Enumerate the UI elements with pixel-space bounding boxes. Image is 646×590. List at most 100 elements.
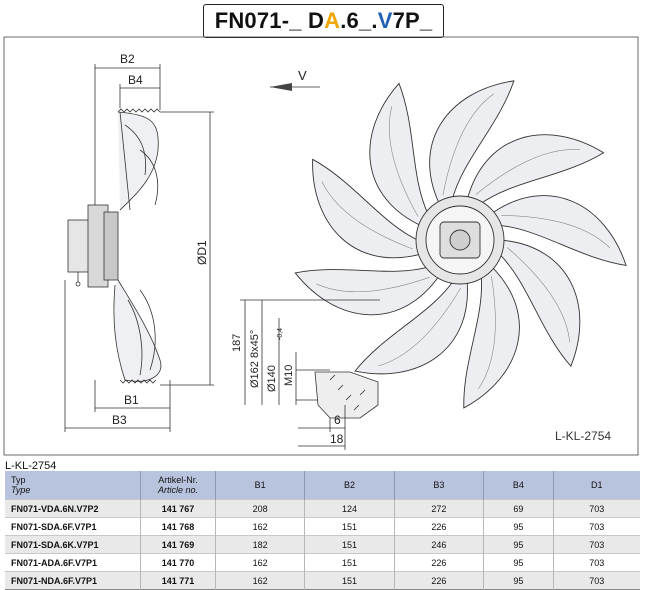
fan-blade-rib	[321, 181, 413, 250]
cell-b4: 95	[483, 571, 554, 590]
dim-b3-label: B3	[112, 413, 127, 427]
cell-b2: 151	[304, 553, 395, 572]
table-row: FN071-VDA.6N.V7P2 141 767 208 124 272 69…	[5, 499, 640, 518]
table-row: FN071-SDA.6K.V7P1 141 769 182 151 246 95…	[5, 535, 640, 554]
table-row: FN071-ADA.6F.V7P1 141 770 162 151 226 95…	[5, 553, 640, 572]
fan-blade-rib	[475, 149, 580, 195]
dim-d1-label: ØD1	[195, 240, 209, 265]
cell-b2: 151	[304, 571, 395, 590]
cell-b1: 162	[214, 553, 305, 572]
flange-detail	[240, 299, 380, 450]
cell-b4: 95	[483, 517, 554, 536]
header-b4: B4	[483, 471, 554, 500]
dim-140-label: Ø140	[266, 365, 278, 392]
cell-b4: 95	[483, 535, 554, 554]
cell-b3: 272	[393, 499, 484, 518]
cell-b2: 151	[304, 517, 395, 536]
table-reference-label: L-KL-2754	[5, 460, 57, 472]
cell-b1: 162	[214, 517, 305, 536]
cell-b2: 124	[304, 499, 395, 518]
dim-m10-label: M10	[283, 365, 295, 386]
fan-side-view	[64, 64, 214, 432]
title-part-1: FN071-_	[214, 8, 308, 33]
header-b3: B3	[393, 471, 484, 500]
cell-typ: FN071-SDA.6F.V7P1	[5, 517, 141, 536]
cell-b1: 208	[214, 499, 305, 518]
header-d1: D1	[552, 471, 640, 500]
fan-blade-rib	[442, 93, 494, 196]
cell-article: 141 770	[140, 553, 216, 572]
fan-blade-rib	[316, 276, 430, 293]
title-part-6: V	[377, 8, 393, 33]
table-row: FN071-SDA.6F.V7P1 141 768 162 151 226 95…	[5, 517, 640, 536]
cell-b1: 182	[214, 535, 305, 554]
fan-blade	[312, 158, 423, 259]
cell-typ: FN071-SDA.6K.V7P1	[5, 535, 141, 554]
cell-article: 141 768	[140, 517, 216, 536]
cell-b4: 95	[483, 553, 554, 572]
fan-blade	[294, 266, 441, 316]
dim-162-label: Ø162 8x45°	[249, 330, 261, 388]
table-row: FN071-NDA.6F.V7P1 141 771 162 151 226 95…	[5, 571, 640, 590]
fan-blade-rib	[501, 215, 611, 248]
title-part-4: .6_	[340, 8, 372, 33]
fan-blade-rib	[378, 287, 461, 367]
dim-b1-label: B1	[124, 393, 139, 407]
technical-drawing: B2 B4 B1 B3 ØD1 V L-KL-2754 187 Ø162 8x4…	[3, 36, 639, 456]
header-article: Artikel-Nr.Article no.	[140, 471, 216, 500]
cell-b3: 226	[393, 517, 484, 536]
fan-blade	[429, 80, 515, 206]
fan-blade	[466, 134, 605, 206]
header-article-de: Artikel-Nr.	[158, 475, 198, 485]
header-b1: B1	[214, 471, 305, 500]
fan-front-view	[294, 80, 627, 409]
cell-b3: 226	[393, 553, 484, 572]
fan-blade-rib	[389, 106, 419, 217]
fan-blade	[463, 265, 520, 409]
cell-b1: 162	[214, 571, 305, 590]
drawing-code-label: L-KL-2754	[555, 429, 611, 443]
dim-140-tolerance: -0,4	[277, 328, 284, 340]
header-typ-de: Typ	[11, 475, 26, 485]
dim-18-label: 18	[330, 432, 344, 446]
header-typ-en: Type	[11, 485, 31, 495]
cell-typ: FN071-VDA.6N.V7P2	[5, 499, 141, 518]
cell-b2: 151	[304, 535, 395, 554]
cell-b4: 69	[483, 499, 554, 518]
fan-blade-rib	[478, 276, 496, 390]
cell-article: 141 767	[140, 499, 216, 518]
cell-article: 141 771	[140, 571, 216, 590]
dim-6-label: 6	[334, 413, 341, 427]
header-article-en: Article no.	[157, 485, 199, 495]
dim-b2-label: B2	[120, 52, 135, 66]
cell-d1: 703	[552, 499, 640, 518]
cell-d1: 703	[552, 571, 640, 590]
title-part-3: A	[324, 8, 341, 33]
fan-blade	[490, 195, 627, 266]
title-part-7: 7P_	[392, 8, 433, 33]
fan-blade	[354, 278, 468, 375]
header-b2: B2	[304, 471, 395, 500]
fan-blade	[497, 239, 581, 368]
cell-typ: FN071-ADA.6F.V7P1	[5, 553, 141, 572]
cell-b3: 246	[393, 535, 484, 554]
fan-blade-rib	[507, 247, 571, 343]
view-arrow	[270, 83, 320, 91]
drawing-frame	[3, 36, 639, 456]
view-label: V	[298, 68, 307, 83]
cell-d1: 703	[552, 535, 640, 554]
dim-b4-label: B4	[128, 73, 143, 87]
cell-d1: 703	[552, 517, 640, 536]
cell-b3: 226	[393, 571, 484, 590]
cell-article: 141 769	[140, 535, 216, 554]
title-part-2: D	[308, 8, 325, 33]
cell-d1: 703	[552, 553, 640, 572]
title-part-5: .	[371, 8, 378, 33]
cell-typ: FN071-NDA.6F.V7P1	[5, 571, 141, 590]
fan-blade	[369, 82, 430, 227]
dim-187-label: 187	[231, 334, 243, 352]
